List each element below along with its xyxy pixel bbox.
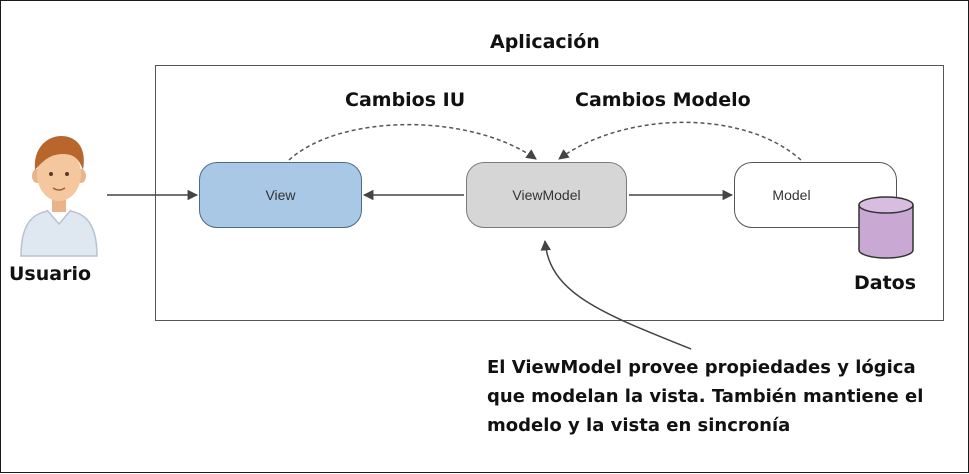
user-avatar-icon — [20, 136, 98, 257]
model-node-label: Model — [772, 187, 811, 203]
view-node: View — [199, 162, 362, 228]
viewmodel-note: El ViewModel provee propiedades y lógica… — [487, 357, 924, 436]
ui-changes-arrow — [288, 123, 537, 161]
viewmodel-node: ViewModel — [466, 162, 627, 228]
user-label: Usuario — [9, 263, 92, 285]
model-changes-label: Cambios Modelo — [575, 89, 751, 111]
database-cylinder-icon — [858, 196, 914, 259]
note-pointer-arrow — [540, 239, 692, 350]
ui-changes-label: Cambios IU — [345, 89, 466, 111]
model-changes-arrow — [558, 121, 802, 161]
application-title: Aplicación — [490, 31, 600, 53]
view-node-label: View — [265, 187, 296, 203]
datastore-label: Datos — [854, 272, 917, 294]
viewmodel-node-label: ViewModel — [512, 187, 581, 203]
